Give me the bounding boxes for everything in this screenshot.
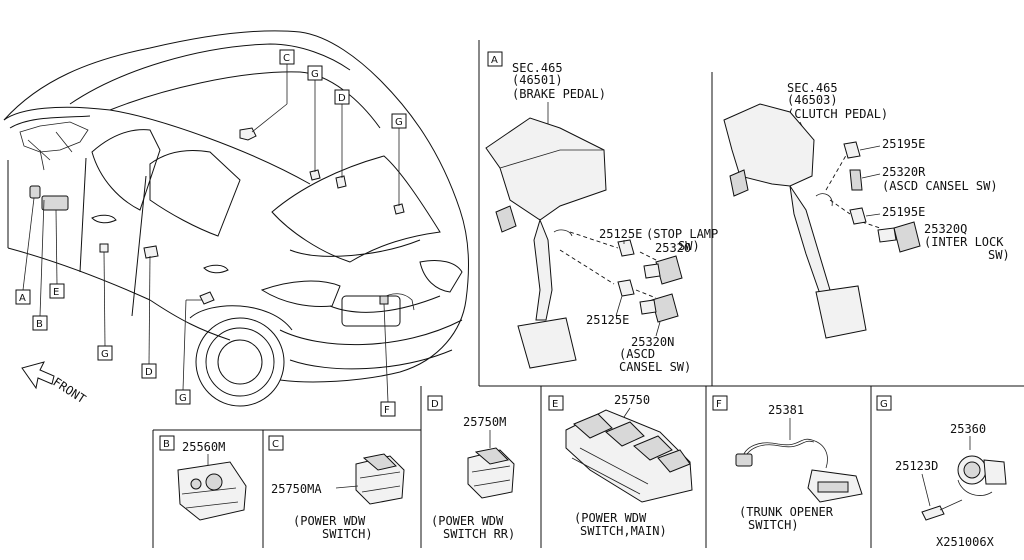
section-clutch-pedal: SEC.465 (46503) (CLUTCH PEDAL) 25195E 25… <box>723 81 1010 339</box>
section-e: E 25750 (POWER WDW SWITCH,MAIN) <box>548 393 693 538</box>
section-g: G 25360 25123D <box>876 395 1007 521</box>
section-c: C 25750MA (POWER WDW SWITCH) <box>268 435 405 541</box>
part-25560m-label: 25560M <box>182 440 225 454</box>
svg-text:B: B <box>36 319 43 330</box>
trunk-opener-name-1: (TRUNK OPENER <box>739 505 834 519</box>
switch-25750ma <box>355 455 405 505</box>
section-dividers <box>152 40 1024 548</box>
section-d: D 25750M (POWER WDW SWITCH RR) <box>427 395 515 541</box>
brake-sec-ref: SEC.465 <box>512 61 563 75</box>
clip-25125e-lower <box>617 279 635 297</box>
svg-text:G: G <box>311 69 319 80</box>
brake-sec-name: (BRAKE PEDAL) <box>512 87 606 101</box>
screw-25123d <box>921 505 945 521</box>
callout-d-door: D <box>141 363 157 379</box>
clip-25195e-upper <box>843 141 861 159</box>
part-25360-label: 25360 <box>950 422 986 436</box>
front-indicator: FRONT <box>21 361 88 406</box>
section-f: F 25381 (TRUNK OPENER SWITCH) <box>712 395 863 532</box>
part-25195e-label-2: 25195E <box>882 205 925 219</box>
callout-b-main: B <box>32 315 48 331</box>
svg-text:G: G <box>179 393 187 404</box>
part-25123d-label: 25123D <box>895 459 938 473</box>
ascd-cancel-switch-clutch <box>849 169 863 191</box>
diagram-id: X251006X <box>936 535 995 549</box>
section-a-letter: A <box>491 55 498 66</box>
part-25750m-label: 25750M <box>463 415 506 429</box>
part-25320n-label: 25320N <box>631 335 674 349</box>
ascd-cancel-clutch-name: (ASCD CANSEL SW) <box>882 179 998 193</box>
power-wdw-switch-c-name-1: (POWER WDW <box>293 514 366 528</box>
clutch-sec-name: (CLUTCH PEDAL) <box>787 107 888 121</box>
callout-g-roof-2: G <box>391 113 407 129</box>
svg-text:D: D <box>431 399 439 410</box>
ascd-name-1: (ASCD <box>619 347 655 361</box>
interlock-name-1: (INTER LOCK <box>924 235 1004 249</box>
switch-25750m <box>467 449 515 499</box>
front-arrow-icon <box>21 361 55 390</box>
brake-sec-code: (46501) <box>512 73 563 87</box>
connector-25381 <box>735 453 753 467</box>
stop-lamp-switch <box>655 255 683 285</box>
callout-c-roof: C <box>279 49 295 65</box>
svg-text:E: E <box>53 287 59 298</box>
part-25320q-label: 25320Q <box>924 222 967 236</box>
leader-lines <box>22 64 400 403</box>
svg-text:F: F <box>716 399 722 410</box>
svg-text:C: C <box>283 53 290 64</box>
svg-text:A: A <box>19 293 26 304</box>
callout-d-roof: D <box>334 89 350 105</box>
callout-g-door: G <box>97 345 113 361</box>
power-wdw-switch-c-name-2: SWITCH) <box>322 527 373 541</box>
callout-a-main: A <box>15 289 31 305</box>
callout-f-main: F <box>380 401 396 417</box>
stop-lamp-name-2: SW) <box>678 239 700 253</box>
part-25125e-label-2: 25125E <box>586 313 629 327</box>
svg-text:B: B <box>163 439 170 450</box>
part-25750ma-label: 25750MA <box>271 482 322 496</box>
svg-text:F: F <box>384 405 390 416</box>
section-a-brake-pedal: A SEC.465 (46501) (BRAKE PEDAL) 25125E 2… <box>485 51 718 374</box>
trunk-opener-name-2: SWITCH) <box>748 518 799 532</box>
part-25320-label: 25320 <box>655 241 691 255</box>
clutch-sec-code: (46503) <box>787 93 838 107</box>
part-25750-label: 25750 <box>614 393 650 407</box>
svg-text:D: D <box>145 367 153 378</box>
part-25320r-label: 25320R <box>882 165 926 179</box>
interlock-name-2: SW) <box>988 248 1010 262</box>
stop-lamp-name-1: (STOP LAMP <box>646 227 718 241</box>
section-b: B 25560M <box>159 435 247 521</box>
car-illustration <box>3 30 469 407</box>
callout-g-rear: G <box>175 389 191 405</box>
power-wdw-switch-rr-name-2: SWITCH RR) <box>443 527 515 541</box>
callout-g-roof-1: G <box>307 65 323 81</box>
ascd-name-2: CANSEL SW) <box>619 360 691 374</box>
clip-25195e-lower <box>849 207 867 225</box>
ascd-cancel-switch-brake <box>651 293 679 323</box>
power-wdw-switch-main-name-2: SWITCH,MAIN) <box>580 524 667 538</box>
main-callouts: C G D G A B E G D G F <box>15 49 407 417</box>
power-wdw-switch-main-name-1: (POWER WDW <box>574 511 647 525</box>
svg-text:E: E <box>552 399 558 410</box>
svg-text:G: G <box>880 399 888 410</box>
part-25381-label: 25381 <box>768 403 804 417</box>
part-25125e-label-1: 25125E <box>599 227 642 241</box>
clutch-sec-ref: SEC.465 <box>787 81 838 95</box>
clip-25125e-upper <box>617 239 635 257</box>
interlock-switch <box>893 221 921 253</box>
svg-text:D: D <box>338 93 346 104</box>
power-wdw-switch-rr-name-1: (POWER WDW <box>431 514 504 528</box>
svg-text:G: G <box>395 117 403 128</box>
front-label: FRONT <box>50 375 88 406</box>
svg-text:C: C <box>272 439 279 450</box>
callout-e-main: E <box>49 283 65 299</box>
svg-text:G: G <box>101 349 109 360</box>
part-25195e-label-1: 25195E <box>882 137 925 151</box>
